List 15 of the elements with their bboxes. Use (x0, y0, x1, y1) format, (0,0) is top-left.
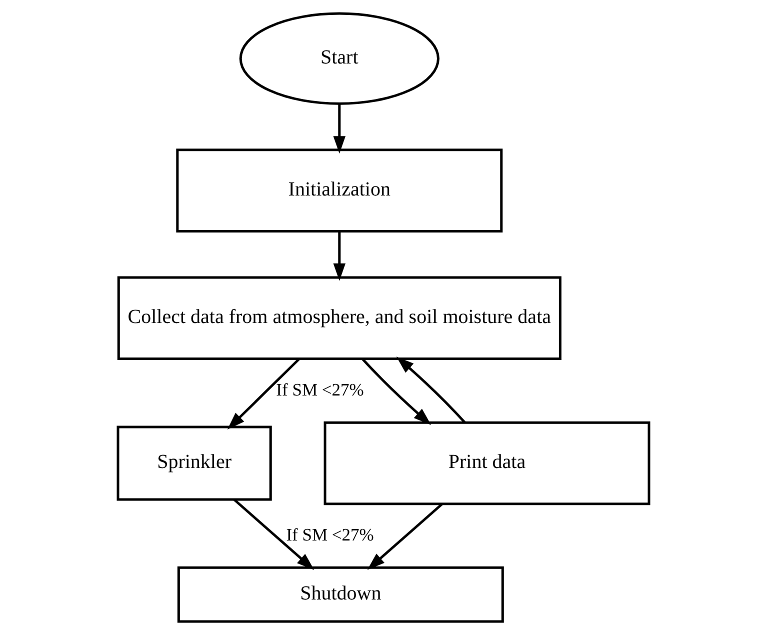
node-box: Initialization (176, 148, 503, 232)
arrow (333, 104, 346, 154)
node-box: Print data (324, 421, 650, 506)
edge-label: If SM <27% (276, 379, 364, 400)
node-box: Collect data from atmosphere, and soil moisture data (117, 276, 562, 360)
arrow (233, 498, 314, 570)
edge-label: If SM <27% (286, 524, 374, 544)
node-ellipse: Start (239, 12, 440, 105)
arrow (362, 358, 432, 425)
node-box: Shutdown (177, 566, 504, 623)
arrow (396, 356, 466, 424)
arrow (333, 231, 346, 281)
node-box: Sprinkler (116, 426, 272, 501)
arrow (367, 503, 443, 570)
arrow (227, 358, 300, 430)
